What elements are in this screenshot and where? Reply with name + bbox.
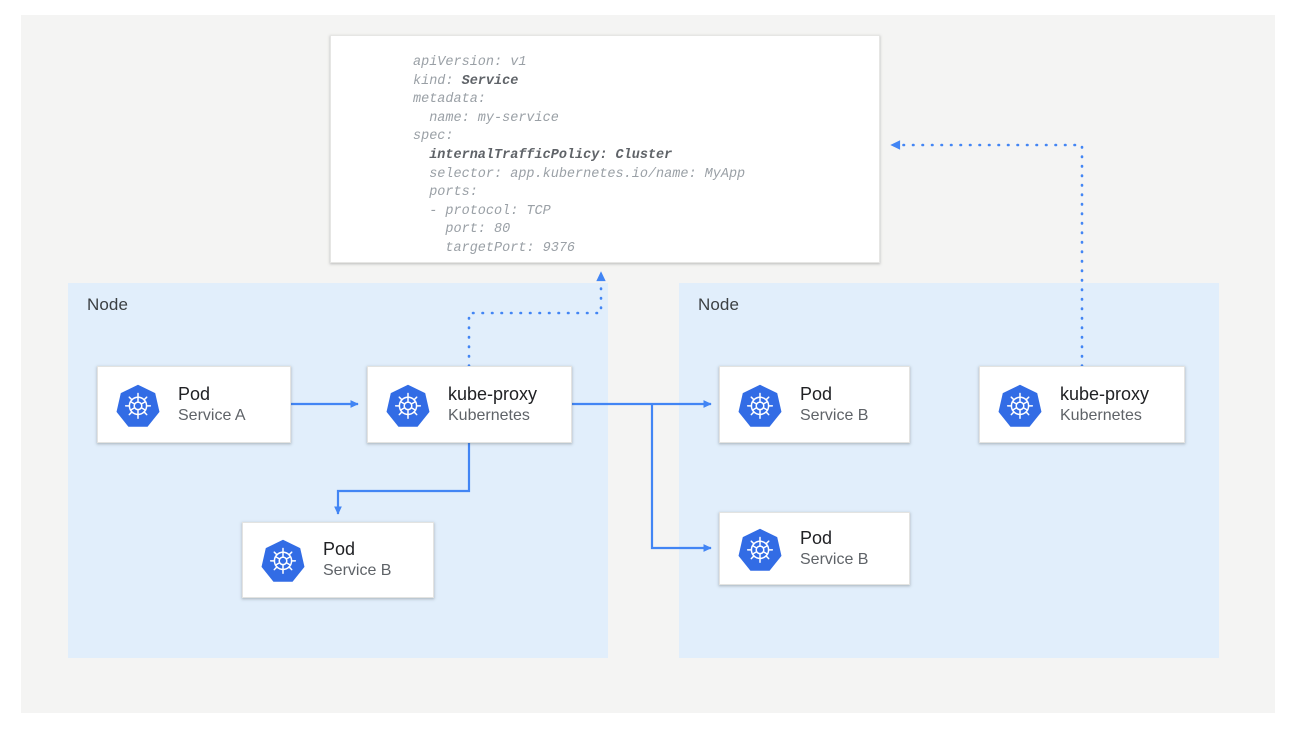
card-subtitle: Service B: [800, 406, 869, 424]
card-kube-proxy-left[interactable]: kube-proxy Kubernetes: [367, 366, 572, 443]
card-title: Pod: [178, 383, 211, 404]
card-title: kube-proxy: [1060, 383, 1150, 404]
node-container-left: Node: [68, 283, 608, 658]
kubernetes-logo-icon: [261, 538, 305, 582]
kubernetes-logo-icon: [738, 527, 782, 571]
service-yaml-code: apiVersion: v1 kind: Service metadata: n…: [413, 55, 746, 256]
card-title: Pod: [323, 539, 356, 560]
card-title: Pod: [800, 527, 833, 548]
card-subtitle: Kubernetes: [448, 406, 530, 424]
card-title: kube-proxy: [448, 383, 538, 404]
diagram-canvas: Node Node: [21, 15, 1275, 713]
card-subtitle: Kubernetes: [1060, 406, 1142, 424]
card-kube-proxy-right[interactable]: kube-proxy Kubernetes: [979, 366, 1185, 443]
card-subtitle: Service B: [800, 550, 869, 568]
node-label-left: Node: [87, 295, 129, 314]
card-pod-service-b-remote-2[interactable]: Pod Service B: [719, 512, 910, 585]
kubernetes-logo-icon: [738, 383, 782, 427]
card-text: Pod Service B: [323, 539, 391, 580]
card-title: Pod: [800, 383, 833, 404]
kubernetes-logo-icon: [116, 383, 160, 427]
service-spec-panel: apiVersion: v1 kind: Service metadata: n…: [330, 35, 880, 263]
node-container-right: Node: [679, 283, 1219, 658]
card-text: kube-proxy Kubernetes: [1060, 384, 1149, 425]
card-subtitle: Service B: [323, 562, 392, 580]
node-label-right: Node: [698, 295, 740, 314]
card-pod-service-b-remote-1[interactable]: Pod Service B: [719, 366, 910, 443]
card-text: Pod Service A: [178, 384, 246, 425]
card-text: Pod Service B: [800, 528, 868, 569]
card-pod-service-b-local[interactable]: Pod Service B: [242, 522, 434, 598]
kubernetes-logo-icon: [386, 383, 430, 427]
card-subtitle: Service A: [178, 406, 246, 424]
kubernetes-logo-icon: [998, 383, 1042, 427]
card-text: Pod Service B: [800, 384, 868, 425]
card-text: kube-proxy Kubernetes: [448, 384, 537, 425]
card-pod-service-a[interactable]: Pod Service A: [97, 366, 291, 443]
